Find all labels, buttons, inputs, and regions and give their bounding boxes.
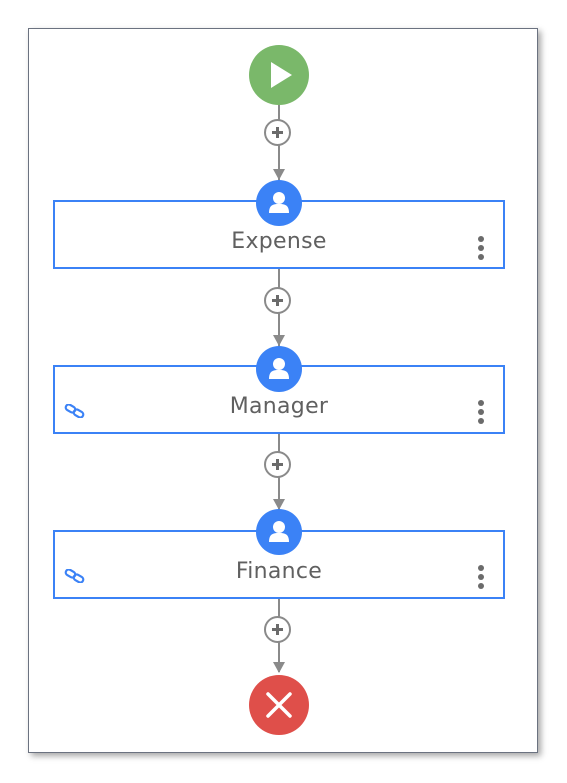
step-label: Expense [231, 229, 327, 254]
add-step-button[interactable] [264, 451, 291, 478]
start-node[interactable] [249, 45, 309, 105]
link-icon[interactable] [64, 403, 86, 422]
step-label: Finance [235, 559, 323, 584]
user-icon [256, 180, 302, 226]
close-x-icon [266, 692, 292, 718]
plus-icon [272, 295, 283, 306]
arrow-head [273, 335, 285, 346]
more-vertical-icon[interactable] [475, 400, 487, 430]
add-step-button[interactable] [264, 287, 291, 314]
user-icon [256, 346, 302, 392]
arrow-head [273, 169, 285, 180]
more-vertical-icon[interactable] [475, 236, 487, 266]
arrow-head [273, 662, 285, 673]
add-step-button[interactable] [264, 119, 291, 146]
plus-icon [272, 624, 283, 635]
step-label: Manager [229, 394, 329, 419]
step-manager[interactable]: Manager [53, 365, 505, 434]
more-vertical-icon[interactable] [475, 565, 487, 595]
end-node[interactable] [249, 675, 309, 735]
link-icon[interactable] [64, 568, 86, 587]
play-icon [271, 62, 292, 88]
plus-icon [272, 127, 283, 138]
add-step-button[interactable] [264, 616, 291, 643]
plus-icon [272, 459, 283, 470]
user-icon [256, 509, 302, 555]
arrow-head [273, 499, 285, 510]
